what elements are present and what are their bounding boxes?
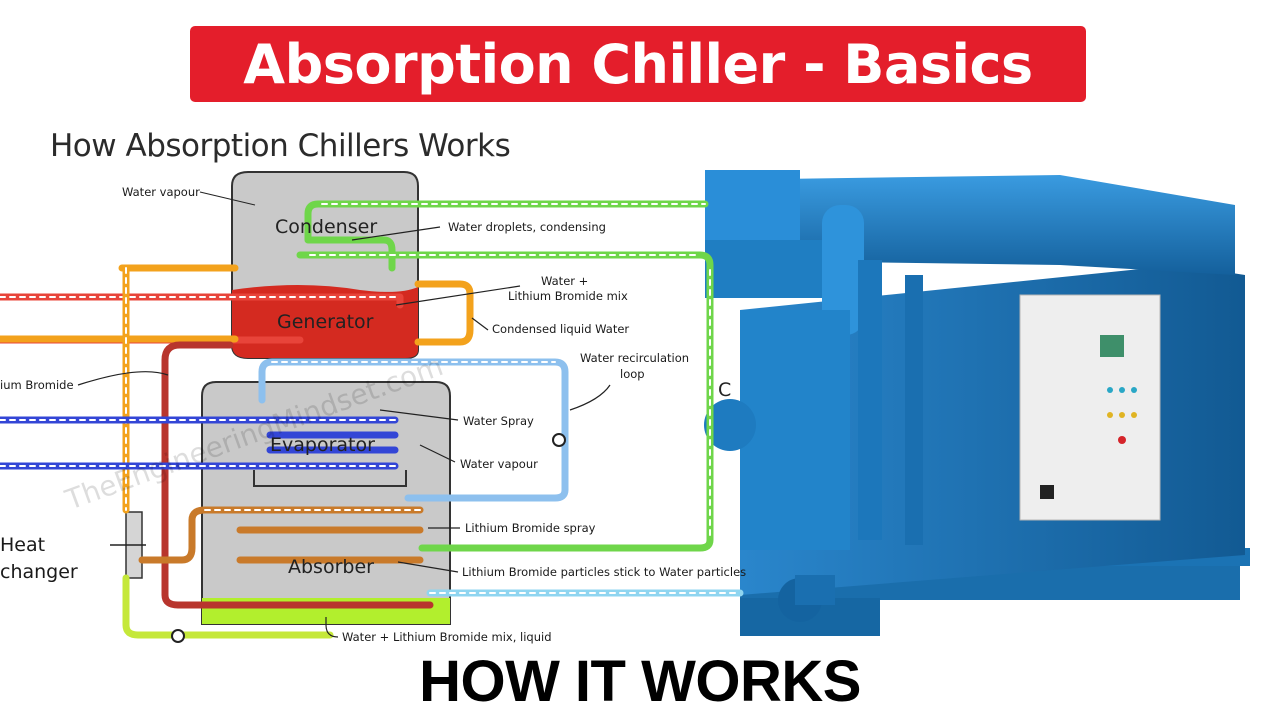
control-display bbox=[1100, 335, 1124, 357]
leader-line bbox=[351, 226, 441, 241]
indicator-light bbox=[1131, 412, 1137, 418]
label-water-spray: Water Spray bbox=[463, 414, 534, 428]
leader-line bbox=[471, 317, 489, 331]
label-libr-particles: Lithium Bromide particles stick to Water… bbox=[462, 565, 746, 579]
label-mix-liquid: Water + Lithium Bromide mix, liquid bbox=[342, 630, 552, 644]
chilled-water-pipe bbox=[0, 416, 399, 470]
pump-icon bbox=[552, 433, 566, 447]
diagram-subtitle: How Absorption Chillers Works bbox=[50, 128, 511, 164]
mid-box bbox=[705, 240, 835, 298]
mix-return-pipe bbox=[122, 574, 334, 639]
label-water-vapour-top: Water vapour bbox=[122, 185, 200, 199]
absorption-chiller-machine bbox=[704, 170, 1250, 636]
indicator-light bbox=[1119, 387, 1125, 393]
condensed-liquid-pipe bbox=[414, 280, 474, 346]
label-recirculation-2: loop bbox=[620, 367, 645, 381]
label-cut-letter: C bbox=[718, 379, 731, 401]
condenser-label: Condenser bbox=[275, 216, 377, 238]
pipe-dash bbox=[309, 254, 711, 541]
vertical-pipe-1 bbox=[822, 205, 864, 335]
label-water-droplets: Water droplets, condensing bbox=[448, 220, 606, 234]
leader-line bbox=[395, 285, 521, 306]
indicator-light bbox=[1131, 387, 1137, 393]
label-recirculation-1: Water recirculation bbox=[580, 351, 689, 365]
front-panel bbox=[740, 310, 850, 550]
label-water-libr-1: Water + bbox=[541, 274, 588, 288]
title-text: Absorption Chiller - Basics bbox=[243, 32, 1033, 96]
libr-spray-pipe bbox=[138, 506, 424, 564]
indicator-light bbox=[1107, 412, 1113, 418]
upper-shell-end bbox=[705, 170, 800, 240]
vertical-pipe-3 bbox=[905, 275, 923, 545]
pipe-network bbox=[0, 200, 744, 639]
control-panel bbox=[1019, 294, 1161, 521]
heat-exchanger-label-1: Heat bbox=[0, 534, 45, 556]
pump-motor bbox=[795, 575, 835, 605]
label-libr-spray: Lithium Bromide spray bbox=[465, 521, 596, 535]
indicator-light bbox=[1119, 412, 1125, 418]
indicator-light bbox=[1107, 387, 1113, 393]
leader-line bbox=[77, 371, 169, 386]
recirculation-pipe bbox=[258, 358, 569, 502]
solution-pipe bbox=[161, 341, 434, 609]
evaporator-tray bbox=[253, 470, 407, 487]
leader-line bbox=[379, 409, 459, 421]
label-lithium-bromide: ium Bromide bbox=[0, 378, 74, 392]
leader-line bbox=[325, 617, 339, 638]
label-water-libr-2: Lithium Bromide mix bbox=[508, 289, 628, 303]
absorber-label: Absorber bbox=[288, 556, 374, 578]
pump-icon bbox=[171, 629, 185, 643]
vertical-pipe-2 bbox=[858, 260, 882, 540]
power-switch bbox=[1040, 485, 1054, 499]
evaporator-label: Evaporator bbox=[270, 434, 375, 456]
title-banner: Absorption Chiller - Basics bbox=[190, 26, 1086, 102]
leader-line bbox=[419, 444, 456, 463]
leader-line bbox=[397, 561, 459, 573]
leader-line bbox=[569, 384, 611, 411]
label-condensed-liquid: Condensed liquid Water bbox=[492, 322, 629, 336]
leader-line bbox=[199, 191, 256, 206]
left-flange bbox=[704, 399, 756, 451]
emergency-stop bbox=[1118, 436, 1126, 444]
footer-caption: HOW IT WORKS bbox=[419, 649, 861, 714]
generator-label: Generator bbox=[277, 311, 374, 333]
heat-exchanger-label-2: changer bbox=[0, 561, 78, 583]
label-water-vapour-evap: Water vapour bbox=[460, 457, 538, 471]
